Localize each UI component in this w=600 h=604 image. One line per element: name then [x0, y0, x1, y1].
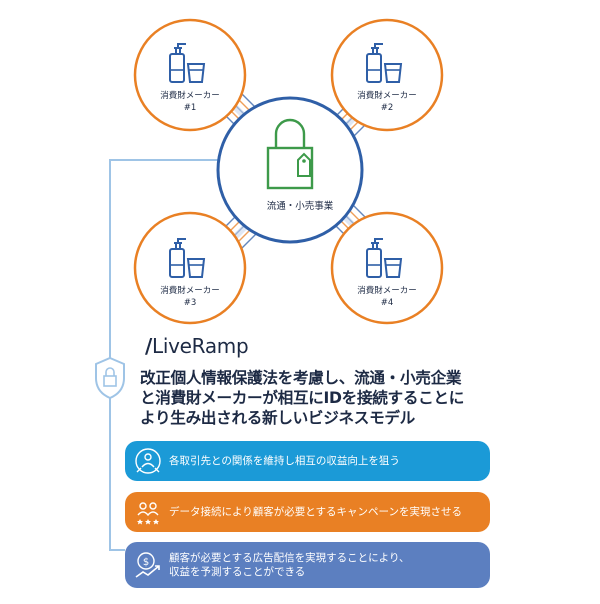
manufacturer-number: #1 [183, 103, 197, 113]
manufacturer-name: 消費財メーカー [357, 286, 417, 296]
manufacturer-node-1 [133, 18, 247, 132]
retail-label: 流通・小売事業 [266, 201, 334, 212]
manufacturer-node-2 [330, 18, 444, 132]
manufacturer-name: 消費財メーカー [160, 91, 220, 101]
revenue-growth-icon: $ [135, 552, 160, 578]
benefit-text: 顧客が必要とする広告配信を実現することにより、 収益を予測することができる [169, 551, 410, 579]
headline: 改正個人情報保護法を考慮し、流通・小売企業 と消費財メーカーが相互にIDを接続す… [140, 368, 500, 428]
liveramp-logo: /LiveRamp [145, 334, 249, 358]
logo-wordmark: LiveRamp [152, 334, 249, 358]
benefit-pill-1: 各取引先との関係を維持し相互の収益向上を狙う [125, 441, 490, 481]
svg-text:$: $ [143, 557, 149, 568]
manufacturer-node-4 [330, 211, 444, 325]
manufacturer-node-3 [133, 211, 247, 325]
benefit-pill-3: $ 顧客が必要とする広告配信を実現することにより、 収益を予測することができる [125, 542, 490, 588]
headline-line: と消費財メーカーが相互にIDを接続することに [140, 389, 465, 407]
logo-slash: / [145, 334, 153, 358]
benefit-pill-2: データ接続により顧客が必要とするキャンペーンを実現させる [125, 492, 490, 532]
handshake-icon [135, 448, 161, 474]
shield-icon [95, 356, 125, 400]
headline-line: 改正個人情報保護法を考慮し、流通・小売企業 [140, 369, 462, 387]
benefit-text-line: 収益を予測することができる [169, 566, 306, 578]
headline-line: より生み出される新しいビジネスモデル [140, 409, 415, 427]
benefit-text-line: 顧客が必要とする広告配信を実現することにより、 [169, 552, 410, 564]
manufacturer-label-1: 消費財メーカー #1 [130, 90, 250, 114]
padlock-tag-icon [266, 118, 314, 190]
manufacturer-number: #4 [380, 298, 394, 308]
manufacturer-label-2: 消費財メーカー #2 [327, 90, 447, 114]
manufacturer-number: #3 [183, 298, 197, 308]
benefit-text: 各取引先との関係を維持し相互の収益向上を狙う [169, 455, 400, 467]
manufacturer-name: 消費財メーカー [357, 91, 417, 101]
manufacturer-label-3: 消費財メーカー #3 [130, 285, 250, 309]
audience-stars-icon [137, 502, 159, 525]
connector-line [109, 159, 230, 551]
manufacturer-number: #2 [380, 103, 394, 113]
manufacturer-label-4: 消費財メーカー #4 [327, 285, 447, 309]
benefit-text: データ接続により顧客が必要とするキャンペーンを実現させる [169, 506, 462, 518]
manufacturer-name: 消費財メーカー [160, 286, 220, 296]
retail-node [216, 96, 364, 244]
